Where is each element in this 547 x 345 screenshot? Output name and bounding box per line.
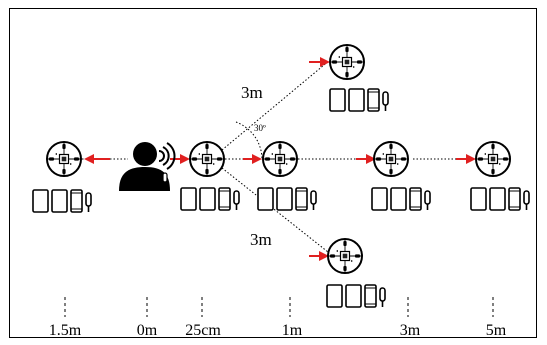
- speaker-array-node-left: [32, 141, 92, 213]
- device-row-icon: [257, 187, 317, 211]
- speaker-array-node-5m: [470, 141, 530, 211]
- microphone-icon: [162, 172, 168, 183]
- speaker-array-icon: [189, 141, 225, 177]
- lower-distance-label: 3m: [250, 230, 272, 249]
- upper-distance-label: 3m: [241, 83, 263, 102]
- speaker-array-icon: [46, 141, 82, 177]
- axis-tick-label: 1.5m: [49, 322, 82, 339]
- axis-tick-label: 3m: [400, 322, 421, 339]
- speaker-array-node-1m: [257, 141, 317, 211]
- device-row-icon: [329, 88, 389, 112]
- speaker-array-node-top: [329, 44, 389, 112]
- speaker-array-icon: [327, 238, 363, 274]
- speaker-array-node-25cm: [180, 141, 240, 211]
- device-row-icon: [32, 189, 92, 213]
- axis-tick-label: 25cm: [185, 322, 221, 339]
- device-row-icon: [371, 187, 431, 211]
- axis-tick-label: 5m: [486, 322, 507, 339]
- speaker-array-node-bottom: [326, 238, 386, 308]
- speaker-array-icon: [373, 141, 409, 177]
- diagram-frame: [9, 8, 537, 338]
- sound-waves-icon: [158, 142, 176, 170]
- person-speaking-icon: [119, 142, 176, 191]
- angle-label: 30º: [254, 123, 266, 133]
- axis-tick-label: 0m: [137, 322, 158, 339]
- speaker-array-icon: [262, 141, 298, 177]
- device-row-icon: [180, 187, 240, 211]
- device-row-icon: [326, 284, 386, 308]
- red-arrows: [84, 57, 476, 261]
- device-row-icon: [470, 187, 530, 211]
- distance-axis: 1.5m 0m 25cm 1m 3m 5m: [49, 297, 507, 339]
- speaker-array-icon: [329, 44, 365, 80]
- speaker-array-icon: [475, 141, 511, 177]
- axis-tick-label: 1m: [282, 322, 303, 339]
- speaker-array-node-3m: [371, 141, 431, 211]
